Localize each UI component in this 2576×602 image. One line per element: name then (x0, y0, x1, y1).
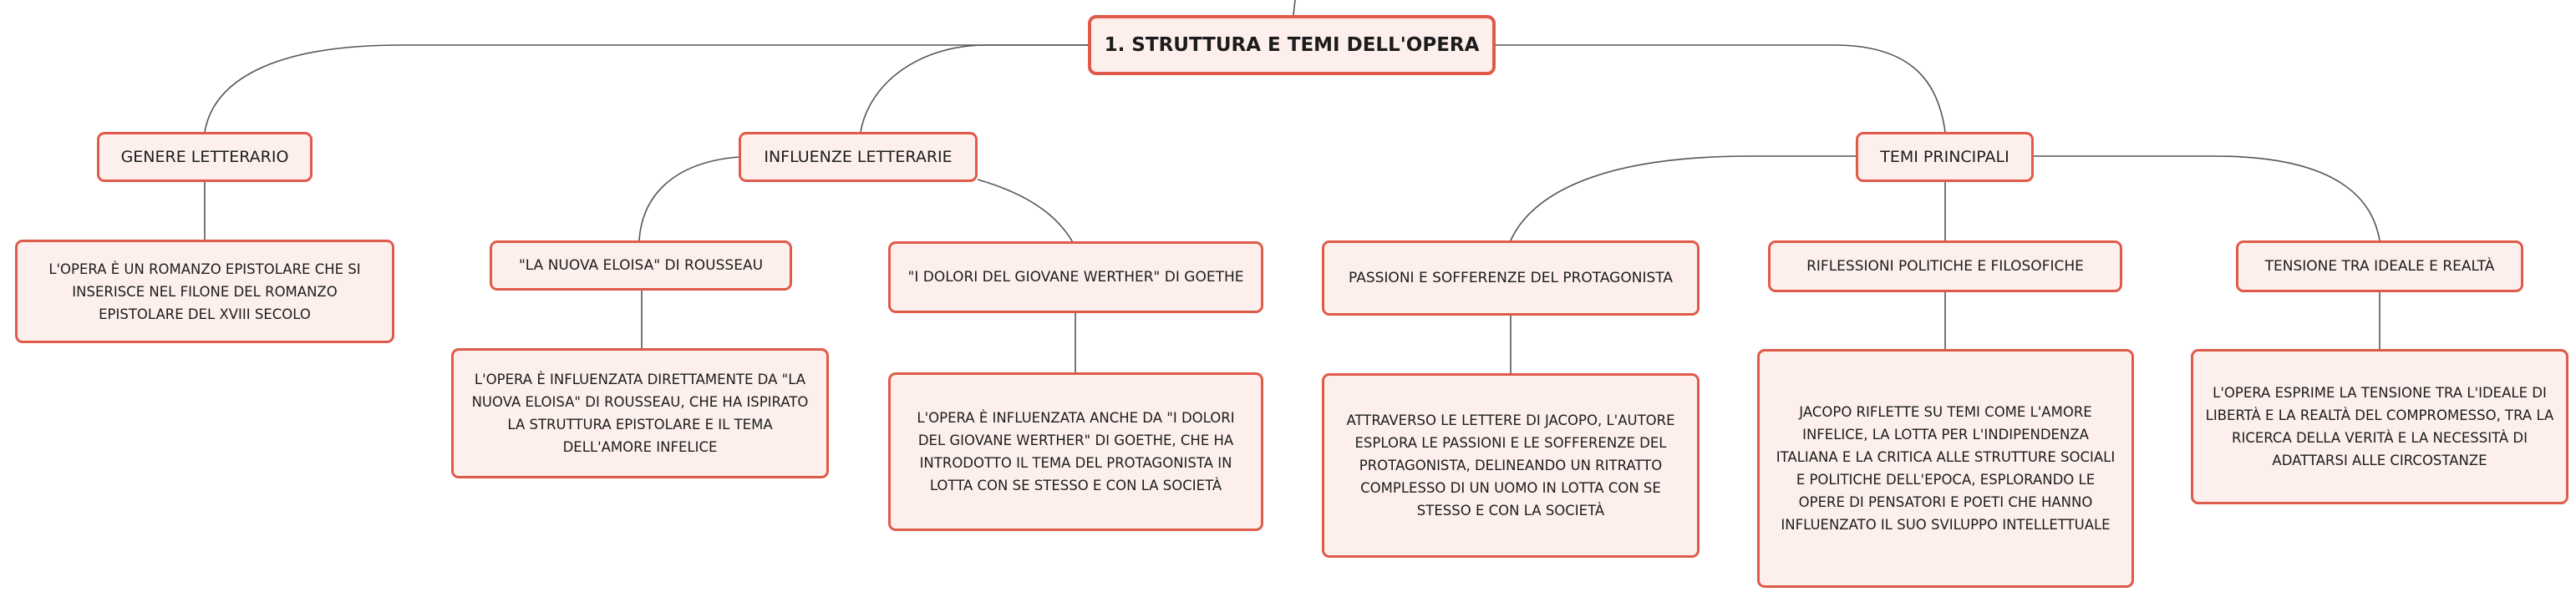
link-temi-passioni (1510, 155, 1856, 241)
passioni-node[interactable]: PASSIONI E SOFFERENZE DEL PROTAGONISTA (1322, 240, 1700, 316)
goethe-node[interactable]: "I DOLORI DEL GIOVANE WERTHER" DI GOETHE (888, 241, 1263, 313)
passioni-detail[interactable]: ATTRAVERSO LE LETTERE DI JACOPO, L'AUTOR… (1322, 373, 1700, 558)
riflessioni-node[interactable]: RIFLESSIONI POLITICHE E FILOSOFICHE (1768, 240, 2122, 292)
riflessioni-detail[interactable]: JACOPO RIFLETTE SU TEMI COME L'AMORE INF… (1757, 349, 2134, 588)
tensione-detail[interactable]: L'OPERA ESPRIME LA TENSIONE TRA L'IDEALE… (2191, 349, 2568, 504)
root-incoming-line (1293, 0, 1296, 16)
link-root-influenze (860, 44, 1088, 133)
root-node[interactable]: 1. STRUTTURA E TEMI DELL'OPERA (1088, 15, 1496, 75)
influenze-letterarie-node[interactable]: INFLUENZE LETTERARIE (739, 132, 978, 182)
link-influenze-goethe (977, 179, 1075, 245)
tensione-node[interactable]: TENSIONE TRA IDEALE E REALTÀ (2236, 240, 2523, 292)
genere-letterario-detail[interactable]: L'OPERA È UN ROMANZO EPISTOLARE CHE SI I… (15, 240, 394, 343)
link-temi-tensione (2034, 155, 2380, 241)
genere-letterario-node[interactable]: GENERE LETTERARIO (97, 132, 312, 182)
rousseau-detail[interactable]: L'OPERA È INFLUENZATA DIRETTAMENTE DA "L… (451, 348, 829, 478)
link-root-temi (1496, 44, 1946, 133)
goethe-detail[interactable]: L'OPERA È INFLUENZATA ANCHE DA "I DOLORI… (888, 372, 1263, 531)
rousseau-node[interactable]: "LA NUOVA ELOISA" DI ROUSSEAU (490, 240, 792, 291)
temi-principali-node[interactable]: TEMI PRINCIPALI (1856, 132, 2034, 182)
link-root-genere (204, 44, 1088, 133)
link-influenze-rousseau (638, 156, 739, 241)
